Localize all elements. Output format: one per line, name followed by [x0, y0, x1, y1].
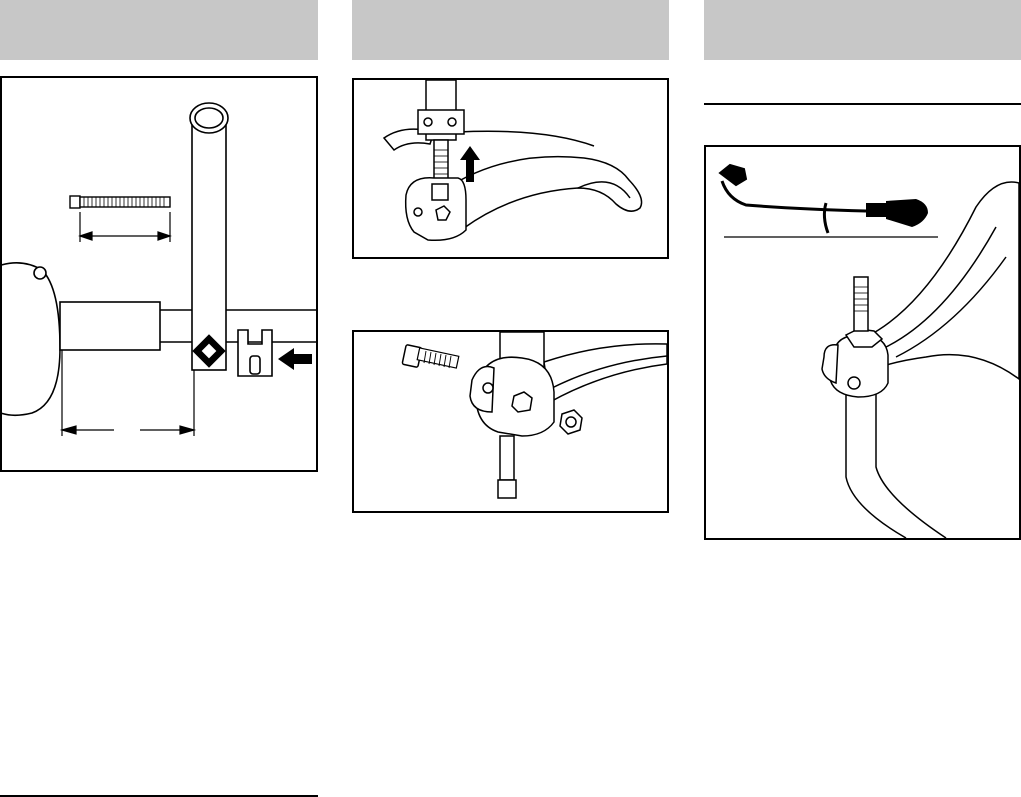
axle-bolt-measurement-illustration — [2, 78, 316, 470]
column-header-2 — [352, 0, 669, 60]
column-header-3 — [704, 0, 1021, 60]
cable-and-clamp-assembly-illustration — [706, 147, 1019, 538]
figure-clamp-bolt-nut — [352, 330, 669, 513]
section-rule — [704, 103, 1021, 105]
clamp-bolt-nut-illustration — [354, 332, 667, 511]
handle-clamp-lift-illustration — [354, 80, 667, 257]
figure-cable-clamp-assembly — [704, 145, 1021, 540]
figure-axle-measurement — [0, 76, 318, 472]
figure-handle-clamp-lift — [352, 78, 669, 259]
column-header-1 — [0, 0, 318, 60]
